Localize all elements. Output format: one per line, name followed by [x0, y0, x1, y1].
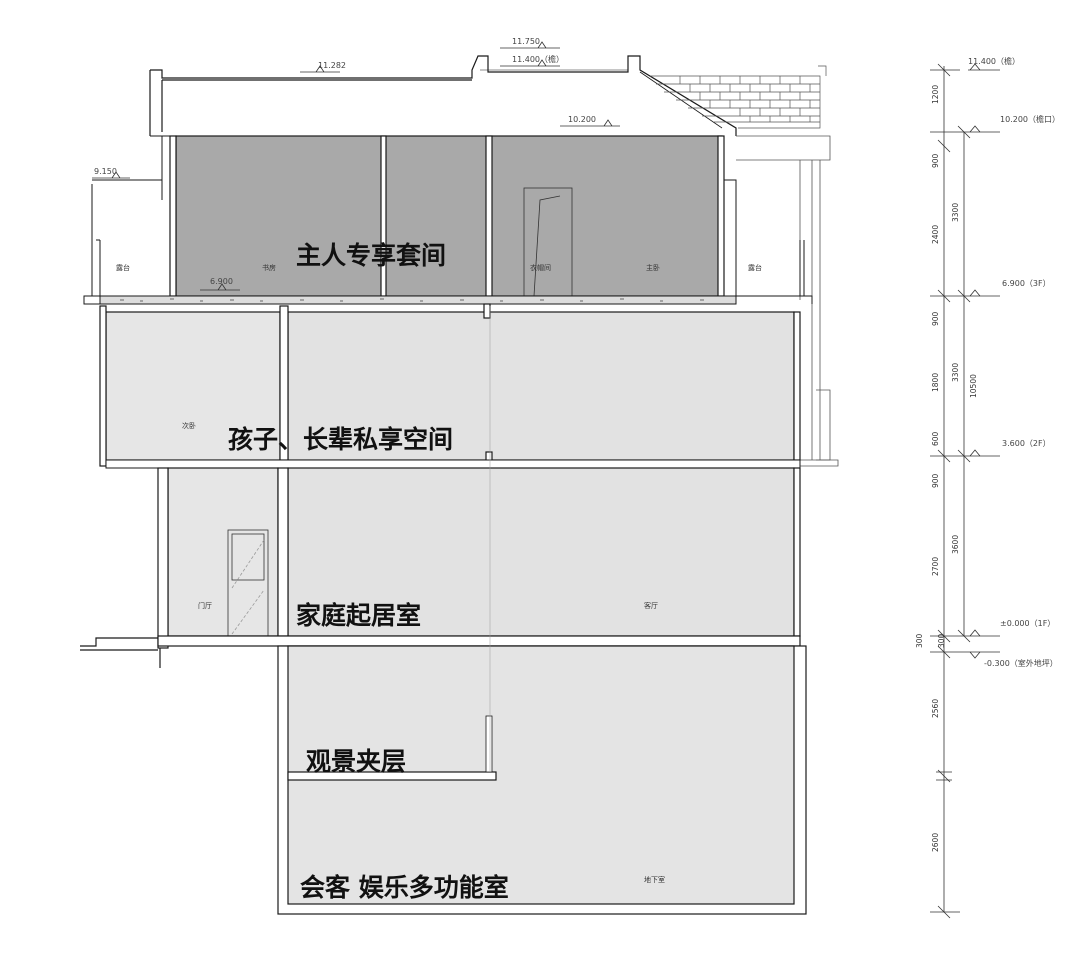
- zone-viewing-mezzanine-label: 观景夹层: [306, 747, 406, 776]
- dim-900-a: 900: [931, 153, 940, 168]
- right-facade: [736, 135, 839, 467]
- basement-zone: [277, 645, 807, 915]
- dim-300-a: 300: [915, 633, 924, 648]
- elev-0000: ±0.000（1F）: [1000, 619, 1055, 628]
- room-master-bedroom: 主卧: [646, 263, 660, 272]
- room-living: 客厅: [644, 601, 658, 610]
- dim-10500: 10500: [969, 374, 978, 398]
- dim-2560: 2560: [931, 699, 940, 718]
- elev-6900-left: 6.900: [210, 277, 233, 286]
- elev-minus-0300: -0.300（室外地坪）: [984, 658, 1058, 668]
- elev-11750: 11.750: [512, 37, 540, 46]
- room-foyer: 门厅: [198, 601, 212, 610]
- zone-multi-function-label: 会客 娱乐多功能室: [300, 873, 509, 902]
- room-basement: 地下室: [644, 875, 665, 884]
- elev-11282: 11.282: [318, 61, 346, 70]
- dim-3600: 3600: [951, 535, 960, 554]
- dim-2700: 2700: [931, 557, 940, 576]
- room-terrace-right: 露台: [748, 263, 762, 272]
- dim-300-b: 300: [937, 633, 946, 648]
- elev-10200: 10.200（檐口）: [1000, 114, 1060, 124]
- elev-11400-left: 11.400（檐）: [512, 54, 564, 64]
- zone-children-elders-label: 孩子、长辈私享空间: [228, 425, 453, 454]
- room-terrace-left: 露台: [116, 263, 130, 272]
- dim-600: 600: [931, 431, 940, 446]
- 2f-zone: [99, 303, 801, 477]
- zone-master-suite-label: 主人专享套间: [296, 241, 446, 270]
- elevation-markers: [92, 41, 620, 291]
- roof-tiles: [650, 65, 827, 129]
- elev-11400: 11.400（檐）: [968, 56, 1020, 66]
- dim-2600: 2600: [931, 833, 940, 852]
- master-suite-zone: [175, 135, 723, 297]
- 2f-slab: [105, 459, 801, 469]
- dim-3300-b: 3300: [951, 363, 960, 382]
- dim-900-b: 900: [931, 311, 940, 326]
- dim-3300-a: 3300: [951, 203, 960, 222]
- room-study: 书房: [262, 263, 276, 272]
- roof: [149, 55, 737, 136]
- elev-10200-left: 10.200: [568, 115, 596, 124]
- dim-900-c: 900: [931, 473, 940, 488]
- elev-3600: 3.600（2F）: [1002, 439, 1051, 448]
- dim-1800: 1800: [931, 373, 940, 392]
- terrace-left: [83, 135, 176, 305]
- 3f-slab: [99, 295, 737, 305]
- terrace-right: [724, 179, 813, 304]
- elev-6900: 6.900（3F）: [1002, 279, 1051, 288]
- dim-2400: 2400: [931, 225, 940, 244]
- dimension-lines: [930, 63, 1000, 919]
- room-closet: 衣帽间: [530, 263, 551, 272]
- dim-1200: 1200: [931, 85, 940, 104]
- 1f-zone: [157, 467, 801, 649]
- zone-family-living-label: 家庭起居室: [296, 601, 421, 630]
- room-second-bedroom: 次卧: [182, 421, 196, 430]
- elev-9150: 9.150: [94, 167, 117, 176]
